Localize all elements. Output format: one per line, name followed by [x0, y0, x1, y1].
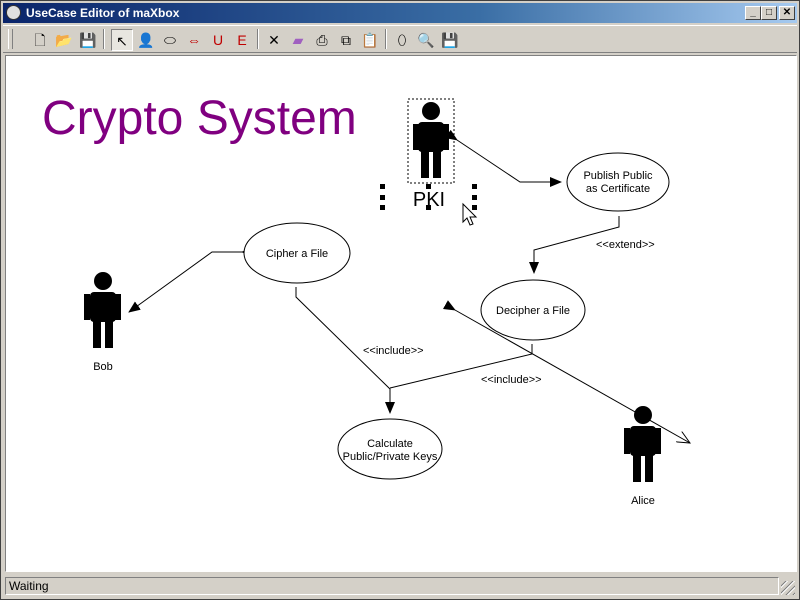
extend-label[interactable]: <<extend>> [596, 239, 655, 251]
resize-handle[interactable] [380, 184, 385, 189]
toolbar-grip[interactable] [8, 29, 13, 49]
ellipse-shape-icon[interactable]: ⬯ [397, 32, 407, 48]
extend-relation-tool-icon[interactable]: E [237, 32, 247, 48]
usecase-label: Publish Public [583, 170, 653, 182]
maximize-button[interactable]: □ [761, 6, 777, 20]
usecase-publish[interactable]: Publish Public as Certificate [566, 152, 670, 212]
zoom-icon[interactable]: 🔍 [417, 32, 435, 48]
uses-relation-tool-icon[interactable]: U [212, 32, 224, 48]
status-bar: Waiting [3, 575, 797, 597]
new-icon[interactable]: 🗋 [34, 32, 46, 48]
resize-grip-icon[interactable] [781, 581, 795, 595]
resize-handle[interactable] [472, 184, 477, 189]
resize-handle[interactable] [472, 205, 477, 210]
save-icon[interactable]: 💾 [79, 32, 97, 48]
resize-handle[interactable] [472, 195, 477, 200]
association-pki-publish[interactable] [445, 129, 562, 187]
actor-label[interactable]: PKI [413, 189, 445, 211]
association-alice-decipher[interactable] [455, 310, 690, 443]
mouse-cursor-icon [462, 202, 478, 226]
actor-alice[interactable]: Alice [624, 406, 661, 507]
actor-label[interactable]: Alice [631, 495, 655, 507]
save-diagram-icon[interactable]: 💾 [441, 32, 459, 48]
selection-box [407, 98, 455, 184]
include-label[interactable]: <<include>> [363, 345, 424, 357]
diagram-title[interactable]: Crypto System [42, 92, 357, 145]
actor-bob[interactable]: Bob [84, 272, 121, 373]
usecase-decipher[interactable]: Decipher a File [480, 279, 586, 341]
delete-icon[interactable]: ✕ [268, 32, 280, 48]
eraser-icon[interactable]: ▰ [292, 32, 304, 48]
usecase-label: Decipher a File [496, 305, 570, 317]
toolbar-separator [385, 29, 387, 49]
title-bar[interactable]: UseCase Editor of maXbox _ □ ✕ [3, 3, 797, 23]
actor-label[interactable]: Bob [93, 361, 113, 373]
resize-handle[interactable] [426, 205, 431, 210]
diagram-canvas[interactable]: Crypto System <<extend>> <<include>> <<i… [5, 55, 797, 572]
actor-pki[interactable]: PKI [380, 98, 477, 211]
usecase-label: as Certificate [586, 183, 650, 195]
usecase-cipher[interactable]: Cipher a File [243, 222, 351, 284]
include-label[interactable]: <<include>> [481, 374, 542, 386]
resize-handle[interactable] [426, 184, 431, 189]
open-folder-icon[interactable]: 📂 [55, 32, 73, 48]
print-icon[interactable]: ⎙ [316, 32, 328, 48]
close-button[interactable]: ✕ [779, 6, 795, 20]
toolbar-separator [103, 29, 105, 49]
minimize-button[interactable]: _ [745, 6, 761, 20]
resize-handle[interactable] [380, 195, 385, 200]
usecase-label: Public/Private Keys [343, 451, 438, 463]
copy-icon[interactable]: ⧉ [341, 32, 351, 48]
status-text: Waiting [5, 577, 779, 595]
toolbar-separator [257, 29, 259, 49]
extend-publish-decipher[interactable] [529, 216, 620, 274]
include-cipher-calculate[interactable] [295, 287, 395, 414]
usecase-label: Cipher a File [266, 248, 328, 260]
toolbar: 🗋 📂 💾 ↖ 👤 ⬭ ⇔ U E ✕ ▰ ⎙ ⧉ 📋 ⬯ 🔍 💾 [3, 25, 797, 53]
actor-tool-icon[interactable]: 👤 [137, 32, 155, 48]
paste-icon[interactable]: 📋 [361, 32, 379, 48]
resize-handle[interactable] [380, 205, 385, 210]
association-bob-cipher[interactable] [128, 247, 253, 313]
select-pointer-icon[interactable]: ↖ [111, 29, 133, 51]
app-icon[interactable] [6, 5, 21, 20]
usecase-ellipse-tool-icon[interactable]: ⬭ [164, 32, 176, 48]
usecase-label: Calculate [367, 438, 413, 450]
relation-lines [128, 129, 690, 443]
window-title: UseCase Editor of maXbox [26, 6, 180, 20]
usecase-calculate[interactable]: Calculate Public/Private Keys [337, 418, 443, 480]
association-tool-icon[interactable]: ⇔ [187, 32, 201, 48]
